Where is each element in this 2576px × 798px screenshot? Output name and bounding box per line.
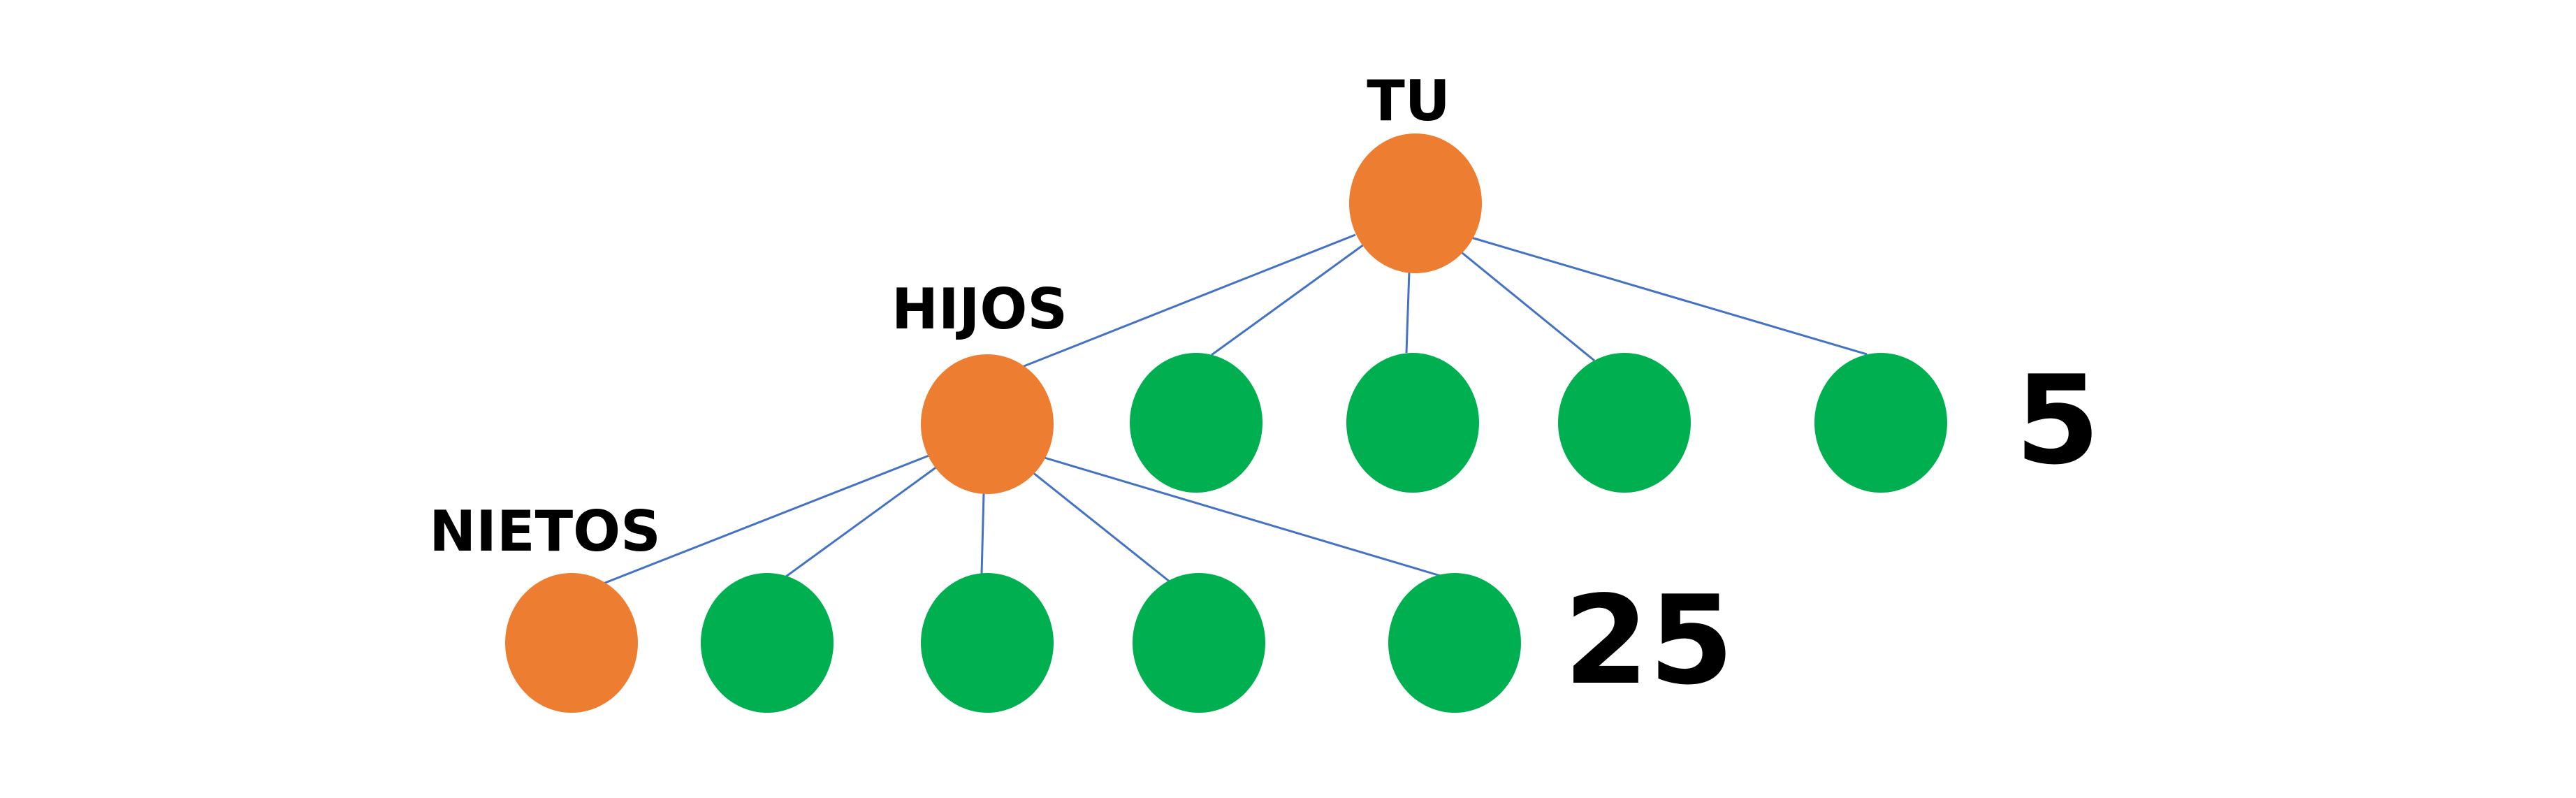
child-node xyxy=(1814,353,1947,493)
grandchildren-row xyxy=(505,573,1521,713)
child-node xyxy=(1130,353,1262,493)
child-node xyxy=(1346,353,1479,493)
edge-root-child-3 xyxy=(1405,270,1411,354)
root-edges xyxy=(1018,233,1868,370)
grandchildren-count: 25 xyxy=(1564,570,1734,712)
edge-root-child-1 xyxy=(1018,233,1356,370)
edge-root-child-4 xyxy=(1458,249,1595,362)
edge-child-grandchild-3 xyxy=(980,493,985,575)
children-label: HIJOS xyxy=(892,277,1068,342)
grandchild-node xyxy=(1388,573,1521,713)
grandchild-node-highlight xyxy=(505,573,638,713)
child-edges xyxy=(597,454,1443,587)
grandchildren-label: NIETOS xyxy=(429,499,661,564)
grandchild-node xyxy=(1133,573,1265,713)
root-node xyxy=(1349,133,1482,273)
edge-root-child-5 xyxy=(1471,236,1868,356)
edge-child-grandchild-4 xyxy=(1032,471,1171,583)
child-node-highlight xyxy=(921,354,1054,494)
edge-root-child-2 xyxy=(1211,243,1365,356)
edge-child-grandchild-5 xyxy=(1044,456,1443,578)
children-count: 5 xyxy=(2015,350,2100,492)
root-label: TU xyxy=(1367,68,1450,133)
edge-child-grandchild-2 xyxy=(785,463,940,578)
children-row xyxy=(921,353,1947,494)
child-node xyxy=(1558,353,1691,493)
grandchild-node xyxy=(921,573,1054,713)
grandchild-node xyxy=(701,573,834,713)
edge-child-grandchild-1 xyxy=(597,454,931,587)
